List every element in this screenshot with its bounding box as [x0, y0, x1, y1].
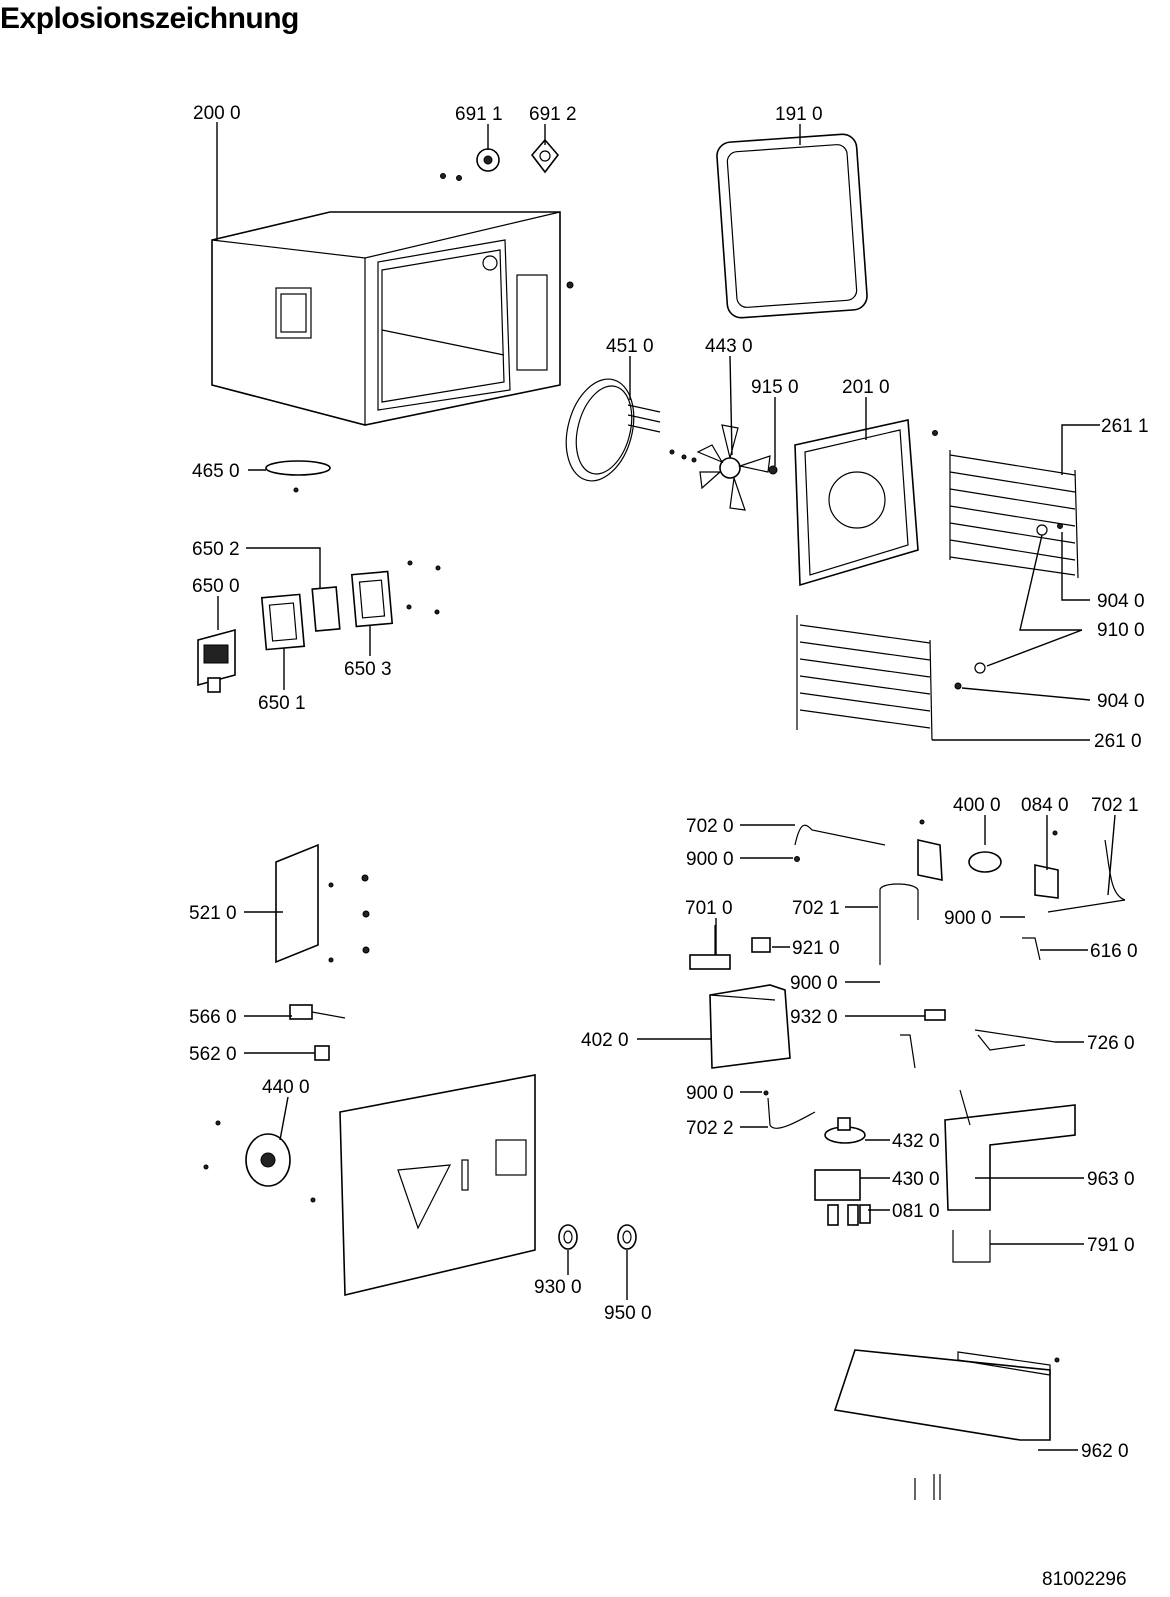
ring-heater-part [565, 378, 697, 482]
part-label: 963 0 [1087, 1169, 1135, 1190]
diagram-title: Explosionszeichnung [0, 2, 299, 35]
part-label: 451 0 [606, 336, 654, 357]
hose-part-7020 [794, 824, 886, 846]
part-label: 081 0 [892, 1201, 940, 1222]
part-label: 904 0 [1097, 591, 1145, 612]
hose-part-7022 [763, 1090, 816, 1129]
grommet-part-9500 [617, 1224, 637, 1250]
part-label: 200 0 [193, 103, 241, 124]
bracket-part-4000 [917, 819, 1002, 881]
document-number: 81002296 [1042, 1569, 1127, 1590]
part-label: 432 0 [892, 1131, 940, 1152]
leader-lines [216, 122, 1116, 1451]
valve-part-4300 [814, 1169, 861, 1226]
fitting-part-9000a [794, 856, 800, 862]
part-label: 900 0 [686, 849, 734, 870]
plate-part-6502 [311, 586, 341, 632]
part-label: 440 0 [262, 1077, 310, 1098]
motor-part-4400 [203, 1120, 316, 1203]
hose-part-7021 [879, 839, 1126, 965]
part-label: 691 1 [455, 104, 503, 125]
part-label: 900 0 [790, 973, 838, 994]
part-label: 562 0 [189, 1044, 237, 1065]
rod-part-7260 [974, 1029, 1056, 1051]
sensor-part-5660 [289, 1004, 346, 1020]
shelf-guide-part-2610 [796, 615, 986, 741]
part-label: 691 2 [529, 104, 577, 125]
part-label: 921 0 [792, 938, 840, 959]
grommet-part-9300 [558, 1224, 578, 1250]
part-label: 650 2 [192, 539, 240, 560]
part-label: 930 0 [534, 1277, 582, 1298]
part-label: 702 1 [792, 898, 840, 919]
part-label: 521 0 [189, 903, 237, 924]
part-label: 915 0 [751, 377, 799, 398]
part-label: 443 0 [705, 336, 753, 357]
oven-cavity-part [211, 211, 574, 426]
part-label: 900 0 [944, 908, 992, 929]
valve-part-7010 [689, 925, 731, 970]
part-label: 191 0 [775, 104, 823, 125]
part-label: 465 0 [192, 461, 240, 482]
flange-part-6912 [530, 138, 560, 174]
shelf-guide-part-2611 [949, 450, 1079, 579]
part-label: 910 0 [1097, 620, 1145, 641]
pump-part-4320 [824, 1117, 866, 1144]
selector-switch-part [197, 628, 236, 693]
switch-part-5620 [314, 1045, 330, 1061]
part-label: 566 0 [189, 1007, 237, 1028]
part-label: 261 0 [1094, 731, 1142, 752]
circuit-board-part [275, 843, 370, 964]
part-label: 962 0 [1081, 1441, 1129, 1462]
part-label: 904 0 [1097, 691, 1145, 712]
part-label: 650 1 [258, 693, 306, 714]
side-cover-part-9620 [833, 1349, 1060, 1500]
part-label: 650 3 [344, 659, 392, 680]
part-label: 726 0 [1087, 1033, 1135, 1054]
bracket-part-0840 [1034, 830, 1059, 899]
part-label: 702 2 [686, 1118, 734, 1139]
part-label: 261 1 [1101, 416, 1149, 437]
part-label: 402 0 [581, 1030, 629, 1051]
part-label: 701 0 [685, 898, 733, 919]
part-label: 900 0 [686, 1083, 734, 1104]
part-label: 084 0 [1021, 795, 1069, 816]
rear-panel-part [794, 419, 938, 587]
part-label: 950 0 [604, 1303, 652, 1324]
connector-part-9210 [751, 937, 771, 953]
door-seal-part [716, 133, 868, 319]
flange-part-6911 [440, 148, 500, 181]
fan-wheel-part [696, 424, 778, 511]
part-label: 201 0 [842, 377, 890, 398]
water-tank-part-9630 [944, 1089, 1076, 1211]
part-labels: 200 0 691 1 691 2 191 0 451 0 443 0 915 … [189, 103, 1149, 1462]
sensor-part-9320 [924, 1009, 946, 1021]
part-label: 702 0 [686, 816, 734, 837]
boiler-part-4020 [709, 984, 791, 1069]
plug-part-0810 [859, 1204, 871, 1224]
part-label: 616 0 [1090, 941, 1138, 962]
disc-part [265, 460, 331, 493]
part-label: 430 0 [892, 1169, 940, 1190]
part-label: 932 0 [790, 1007, 838, 1028]
part-label: 650 0 [192, 576, 240, 597]
seal-part-7910 [952, 1230, 991, 1263]
back-wall-panel-part [339, 1074, 536, 1297]
frame-plate-part-6503 [350, 560, 441, 628]
pipe-part-6160 [900, 937, 1041, 1069]
part-label: 400 0 [953, 795, 1001, 816]
part-label: 791 0 [1087, 1235, 1135, 1256]
part-label: 702 1 [1091, 795, 1139, 816]
frame-plate-part-6501 [260, 593, 306, 651]
